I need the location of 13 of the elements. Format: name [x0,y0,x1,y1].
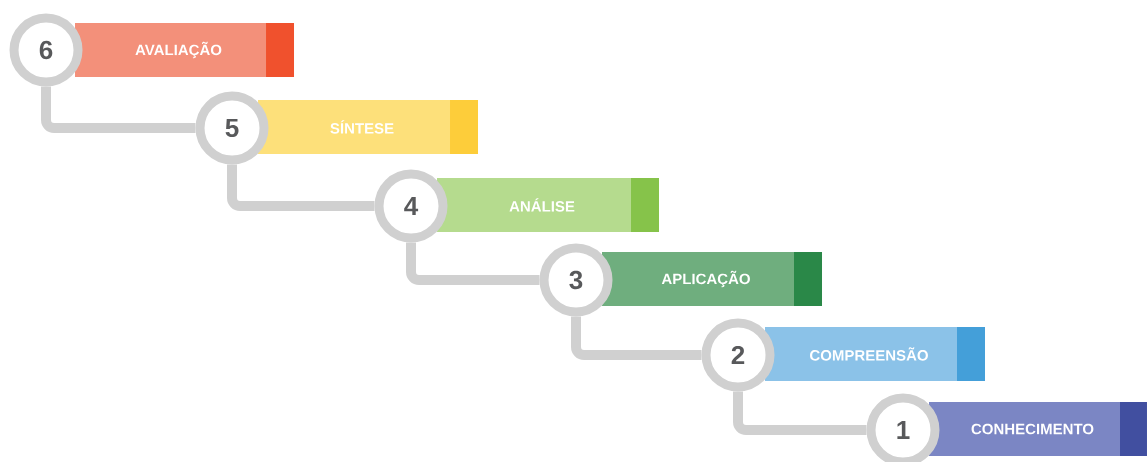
label-bar: COMPREENSÃO [765,327,985,381]
connector-line [406,242,540,285]
label-bar: ANÁLISE [437,178,659,232]
node-label: 1 [897,421,910,439]
connector-line [733,391,867,435]
label-bar: APLICAÇÃO [602,252,822,306]
connector-line [571,316,702,360]
label-bar: CONHECIMENTO [929,402,1147,456]
label-bar: SÍNTESE [258,100,478,154]
label-bar: AVALIAÇÃO [75,23,294,77]
node-label: 2 [731,345,745,365]
connector-line [227,164,375,211]
connector-line [41,86,196,133]
